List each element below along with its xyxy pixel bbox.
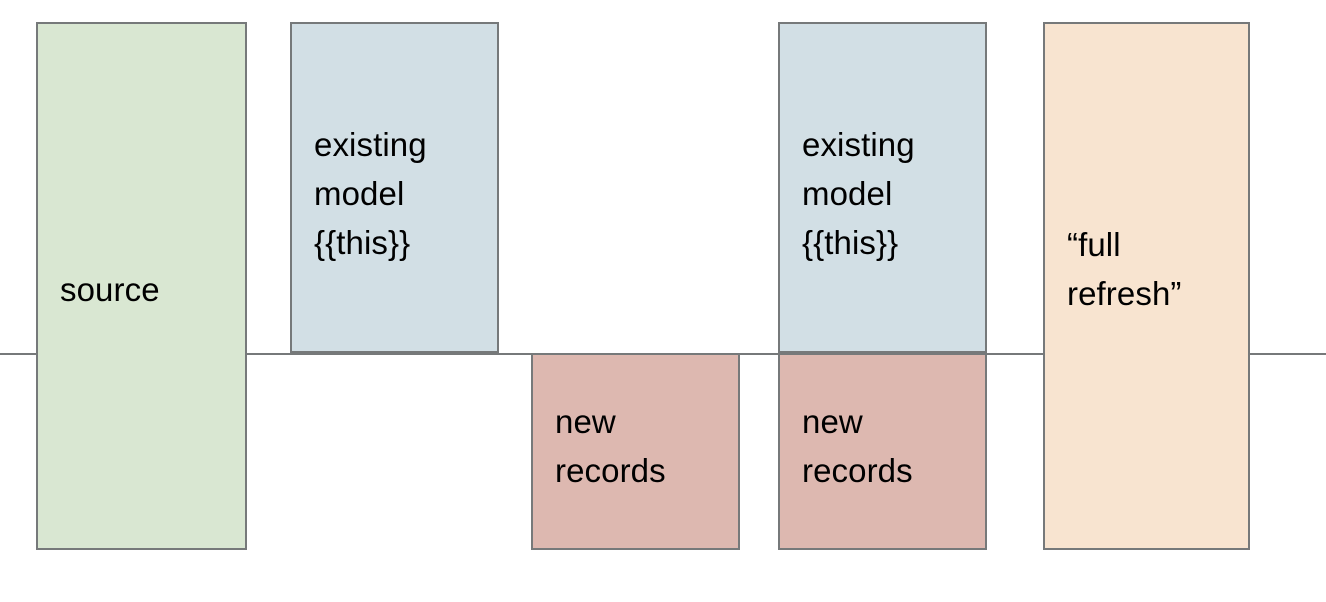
existing-model-box-2-label: existing model {{this}} [802,126,915,261]
new-records-box-1-label: new records [555,403,666,489]
full-refresh-box-label: “full refresh” [1067,226,1182,312]
existing-model-box-1-label: existing model {{this}} [314,126,427,261]
existing-model-box-1[interactable]: existing model {{this}} [290,22,499,353]
source-box[interactable]: source [36,22,247,550]
new-records-box-2[interactable]: new records [778,353,987,550]
existing-model-box-2[interactable]: existing model {{this}} [778,22,987,353]
full-refresh-box[interactable]: “full refresh” [1043,22,1250,550]
new-records-box-2-label: new records [802,403,913,489]
source-box-label: source [60,271,160,308]
new-records-box-1[interactable]: new records [531,353,740,550]
